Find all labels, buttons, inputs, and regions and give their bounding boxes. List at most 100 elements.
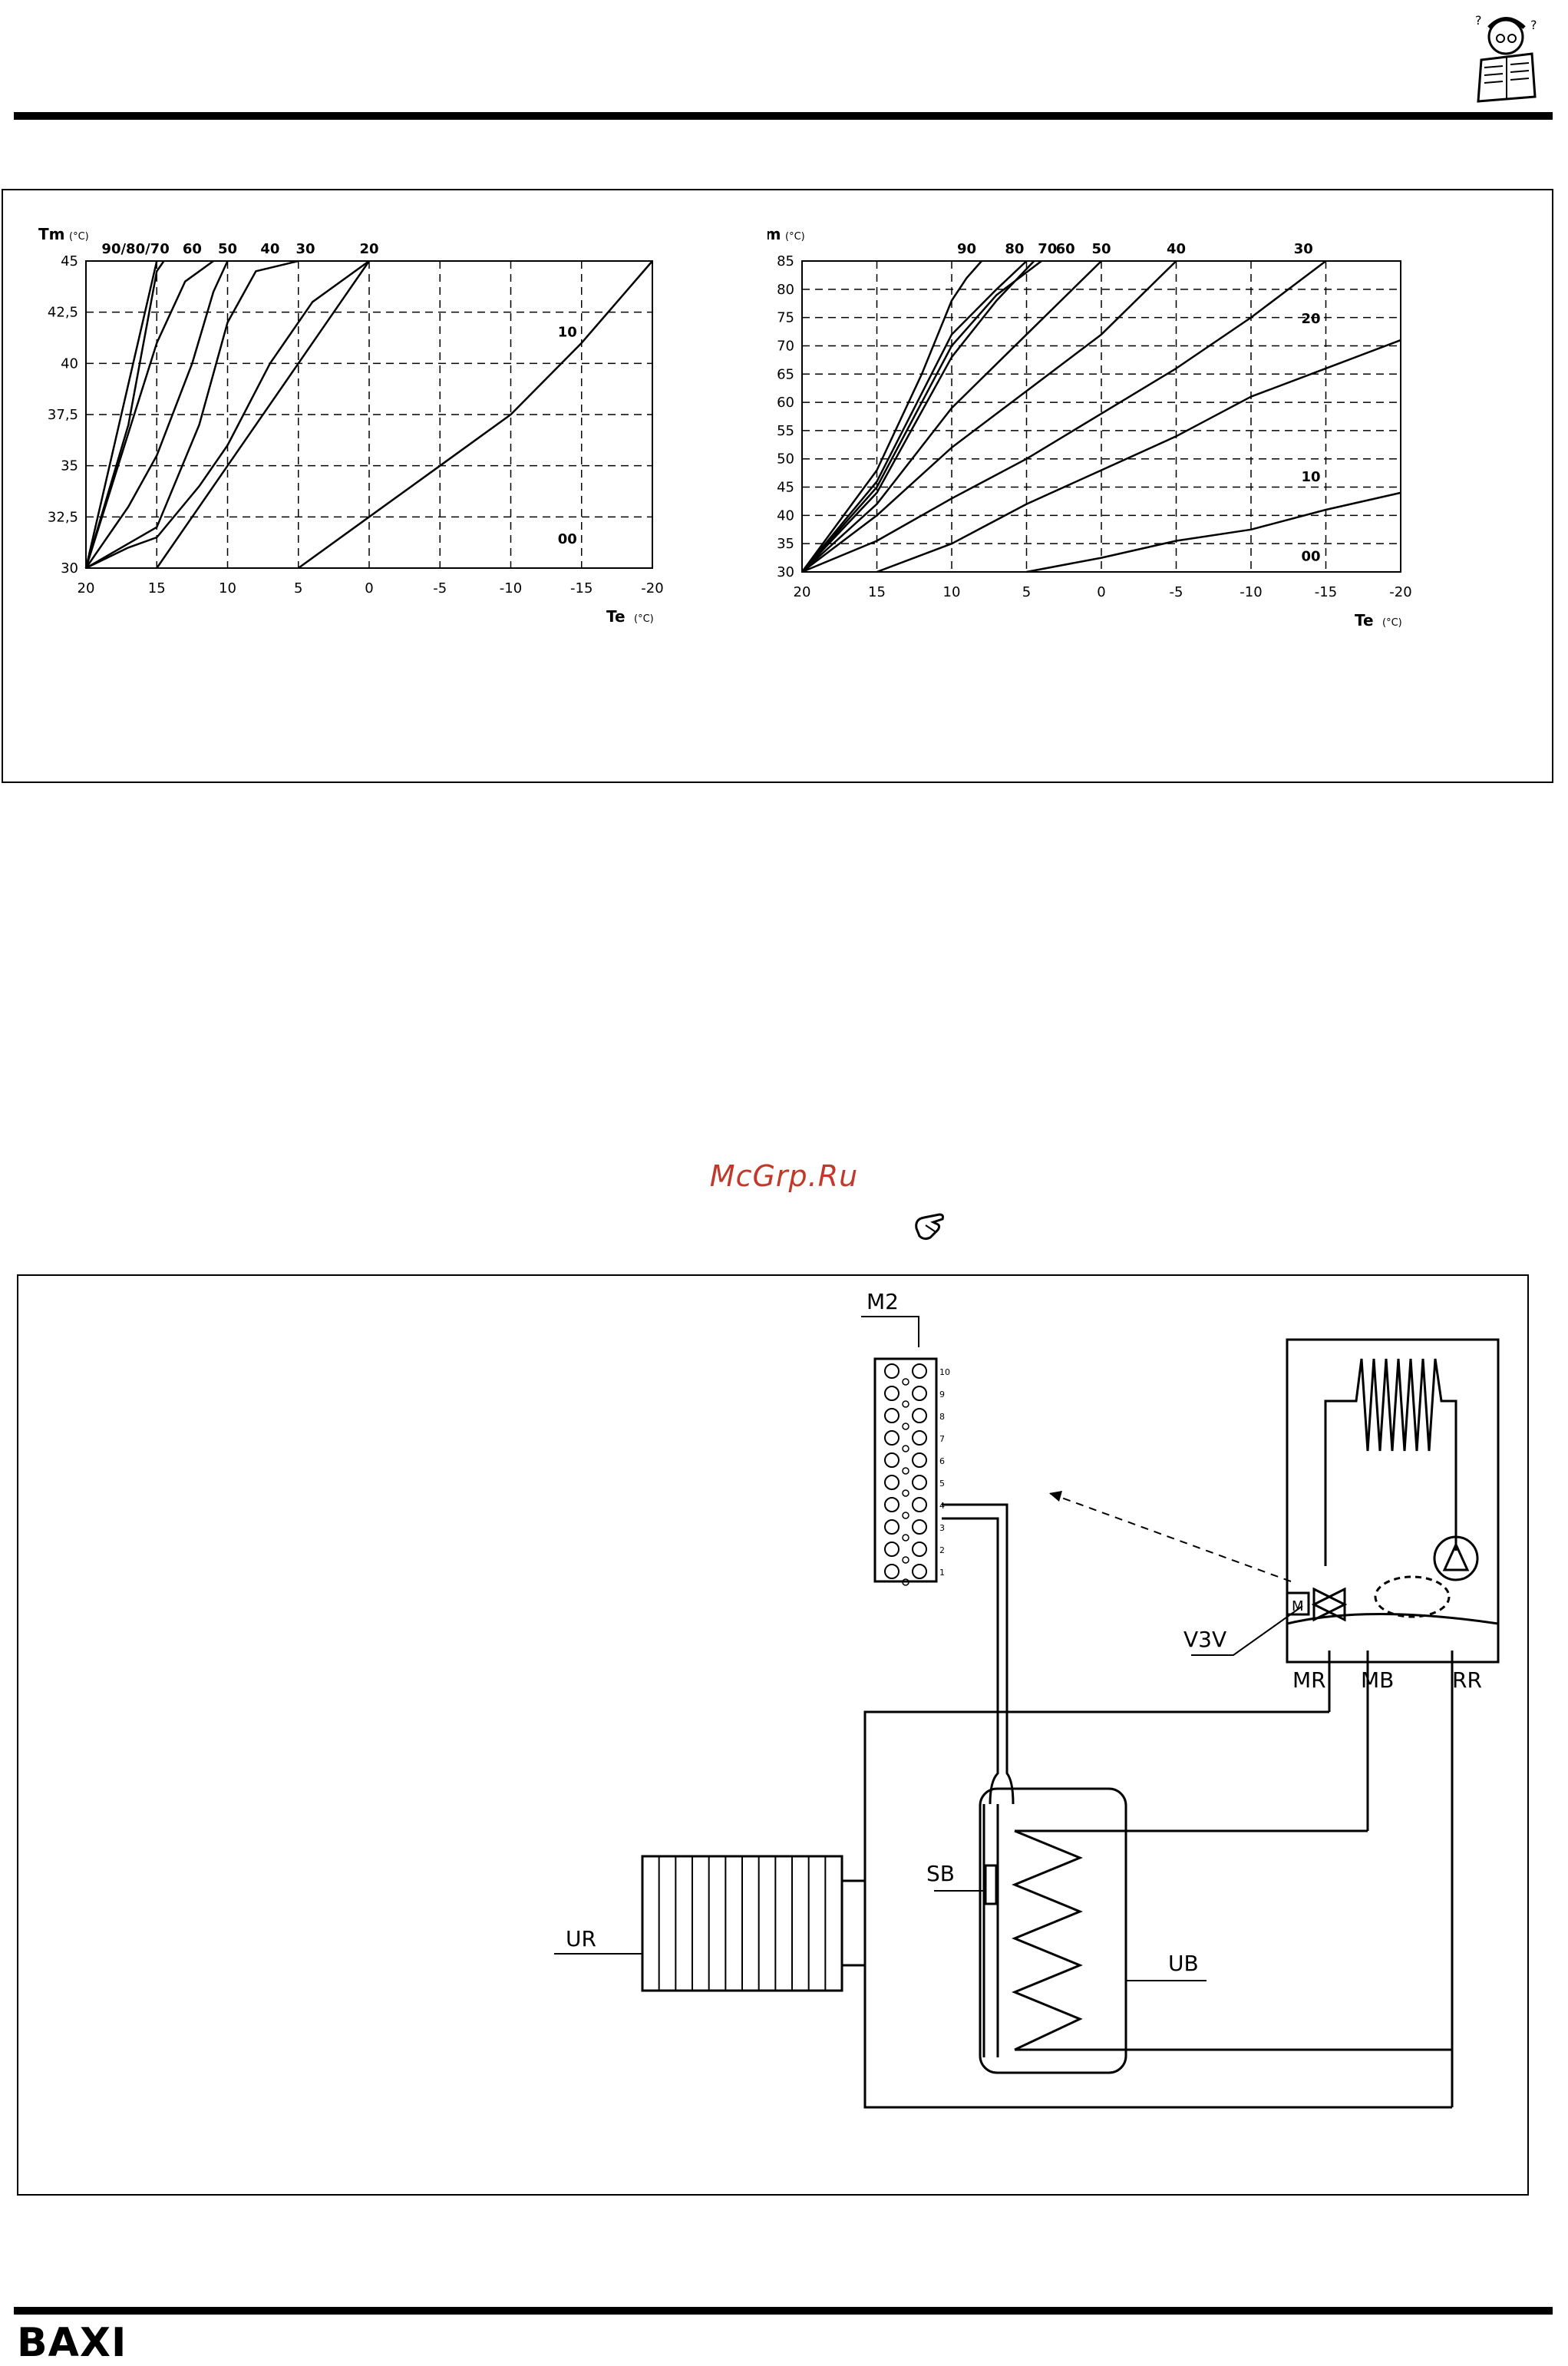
x-tick-label: 15 — [868, 584, 886, 600]
label-ur: UR — [566, 1926, 596, 1951]
terminal-link — [903, 1423, 909, 1429]
label-sb: SB — [926, 1861, 955, 1886]
y-tick-label: 45 — [777, 480, 794, 496]
terminal-screw — [885, 1409, 899, 1423]
y-axis-unit: (°C) — [785, 231, 805, 243]
brand-logo: BAXI — [17, 2320, 127, 2366]
y-tick-label: 30 — [61, 560, 78, 577]
y-tick-label: 70 — [777, 338, 794, 354]
y-tick-label: 30 — [777, 564, 794, 580]
hydraulic-diagram: 10987654321 M2 V3V MR MB RR SB UR UB M — [17, 1274, 1529, 2196]
y-tick-label: 55 — [777, 423, 794, 439]
x-tick-label: 0 — [1097, 584, 1105, 600]
y-tick-label: 75 — [777, 310, 794, 326]
terminal-screw — [913, 1386, 926, 1400]
curve-label: 40 — [260, 241, 279, 257]
x-tick-label: 5 — [294, 580, 302, 596]
x-tick-label: 20 — [794, 584, 811, 600]
terminal-screw — [885, 1431, 899, 1445]
header-rule — [14, 112, 1553, 120]
heating-curve — [802, 261, 1326, 572]
terminal-screw — [885, 1364, 899, 1378]
curve-label: 00 — [1301, 548, 1320, 564]
tank-coil — [1015, 1831, 1080, 2050]
terminal-screw — [885, 1386, 899, 1400]
curve-label: 80 — [1005, 241, 1024, 257]
x-tick-label: -20 — [641, 580, 663, 596]
x-tick-label: -10 — [500, 580, 522, 596]
terminal-screw — [913, 1453, 926, 1467]
terminal-block — [875, 1359, 936, 1581]
sensor-element — [985, 1865, 996, 1904]
curve-label: 60 — [1056, 241, 1075, 257]
label-v3v: V3V — [1183, 1627, 1226, 1652]
curve-label: 10 — [558, 325, 577, 341]
x-tick-label: 15 — [148, 580, 166, 596]
y-axis-title: Tm — [38, 225, 64, 243]
terminal-screw — [885, 1453, 899, 1467]
curve-label: 90 — [957, 241, 976, 257]
terminal-screw — [885, 1520, 899, 1534]
pointing-hand-icon — [913, 1211, 947, 1242]
svg-text:?: ? — [1530, 18, 1537, 32]
curve-label: 40 — [1167, 241, 1186, 257]
terminal-number: 10 — [939, 1367, 950, 1377]
y-tick-label: 37,5 — [48, 407, 78, 423]
terminal-number: 6 — [939, 1456, 945, 1466]
terminal-link — [903, 1379, 909, 1385]
x-tick-label: -5 — [1170, 584, 1183, 600]
x-tick-label: 0 — [365, 580, 373, 596]
x-tick-label: -20 — [1389, 584, 1411, 600]
terminal-link — [903, 1490, 909, 1496]
x-tick-label: -15 — [1315, 584, 1337, 600]
label-mb: MB — [1361, 1667, 1394, 1693]
terminal-screw — [913, 1498, 926, 1512]
curve-label: 50 — [1091, 241, 1111, 257]
curve-label: 20 — [1301, 311, 1320, 327]
y-tick-label: 32,5 — [48, 509, 78, 525]
x-tick-label: 10 — [219, 580, 236, 596]
terminal-number: 1 — [939, 1568, 945, 1578]
watermark: McGrp.Ru — [0, 1159, 1568, 1193]
y-tick-label: 40 — [777, 507, 794, 524]
y-tick-label: 65 — [777, 366, 794, 382]
terminal-number: 3 — [939, 1523, 945, 1533]
terminal-number: 9 — [939, 1390, 945, 1399]
label-motor: M — [1292, 1598, 1304, 1614]
y-axis-title: Tm — [767, 225, 781, 243]
y-tick-label: 45 — [61, 253, 78, 269]
terminal-link — [903, 1446, 909, 1452]
y-tick-label: 60 — [777, 395, 794, 411]
terminal-screw — [913, 1364, 926, 1378]
x-tick-label: 20 — [78, 580, 95, 596]
curve-label: 30 — [295, 241, 315, 257]
terminal-link — [903, 1401, 909, 1407]
terminal-screw — [913, 1542, 926, 1556]
curve-label: 30 — [1294, 241, 1313, 257]
terminal-screw — [913, 1565, 926, 1578]
heating-curve — [802, 261, 1177, 572]
terminal-number: 2 — [939, 1545, 945, 1555]
terminal-number: 4 — [939, 1501, 945, 1511]
terminal-link — [903, 1535, 909, 1541]
heating-curve — [802, 261, 982, 572]
terminal-screw — [885, 1542, 899, 1556]
heating-curve — [1027, 493, 1401, 572]
terminal-link — [903, 1512, 909, 1518]
heating-curve-chart-high: 20151050-5-10-15-20303540455055606570758… — [767, 215, 1535, 645]
heating-curve — [877, 340, 1401, 572]
terminal-link — [903, 1557, 909, 1563]
x-tick-label: 5 — [1022, 584, 1031, 600]
y-tick-label: 50 — [777, 451, 794, 468]
terminal-link — [903, 1468, 909, 1474]
curve-label: 60 — [183, 241, 202, 257]
y-tick-label: 80 — [777, 282, 794, 298]
heating-curve — [86, 261, 157, 568]
x-tick-label: 10 — [943, 584, 961, 600]
curve-label: 90/80/70 — [101, 241, 169, 257]
terminal-screw — [913, 1409, 926, 1423]
label-mr: MR — [1292, 1667, 1326, 1693]
y-tick-label: 35 — [777, 536, 794, 552]
boiler-heat-exchanger — [1325, 1359, 1456, 1451]
